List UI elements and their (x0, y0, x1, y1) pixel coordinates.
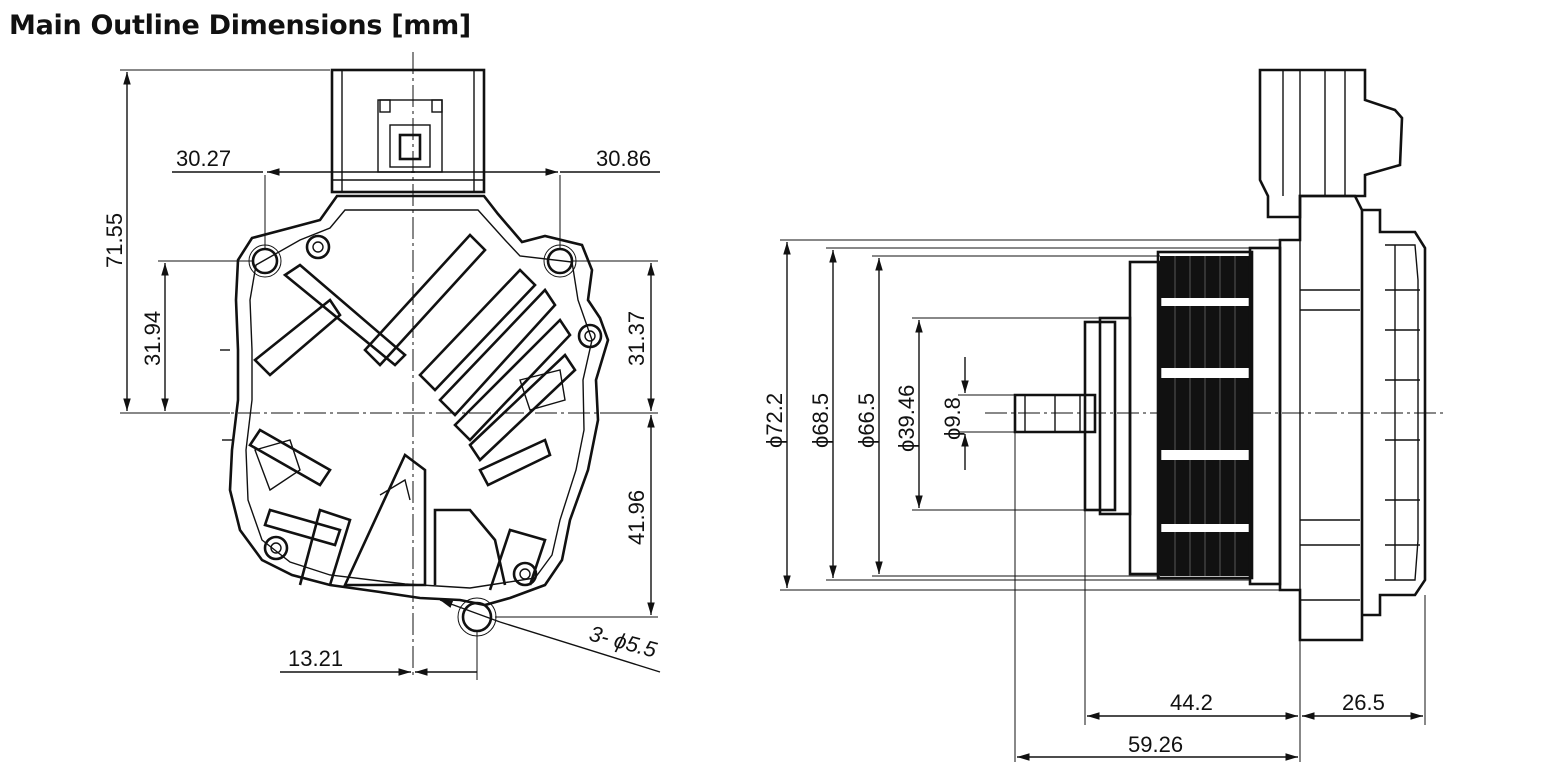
dia-72-2: ϕ72.2 (762, 393, 787, 448)
front-view (120, 52, 661, 680)
dim-31-37: 31.37 (624, 311, 649, 366)
dia-66-5: ϕ66.5 (854, 393, 879, 448)
dim-30-86: 30.86 (596, 146, 651, 171)
dim-31-94: 31.94 (140, 311, 165, 366)
dim-13-21: 13.21 (288, 646, 343, 671)
dia-9-8: ϕ9.8 (940, 397, 965, 440)
dia-68-5: ϕ68.5 (808, 393, 833, 448)
side-view (780, 68, 1445, 762)
dim-hole-callout: 3- ϕ5.5 (587, 621, 660, 663)
front-connector (330, 68, 486, 194)
dia-39-46: ϕ39.46 (894, 385, 919, 452)
len-59-26: 59.26 (1128, 732, 1183, 757)
dim-41-96: 41.96 (624, 490, 649, 545)
page-title: Main Outline Dimensions [mm] (9, 10, 471, 41)
len-26-5: 26.5 (1342, 690, 1385, 715)
len-44-2: 44.2 (1170, 690, 1213, 715)
dim-30-27: 30.27 (176, 146, 231, 171)
dim-71-55: 71.55 (102, 213, 127, 268)
